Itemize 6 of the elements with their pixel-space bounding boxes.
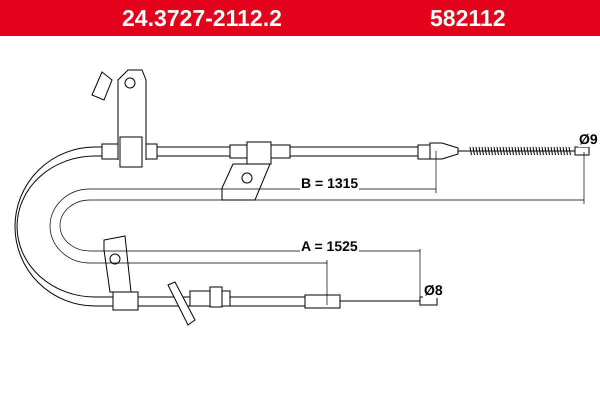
part-number: 24.3727-2112.2 [122, 4, 282, 32]
diameter-label: Ø9 [578, 131, 599, 147]
dimension-label: A = 1525 [300, 238, 359, 254]
dimension-label: B = 1315 [300, 175, 360, 191]
diameter-label: Ø8 [423, 282, 444, 298]
part-number: 582112 [430, 4, 506, 32]
